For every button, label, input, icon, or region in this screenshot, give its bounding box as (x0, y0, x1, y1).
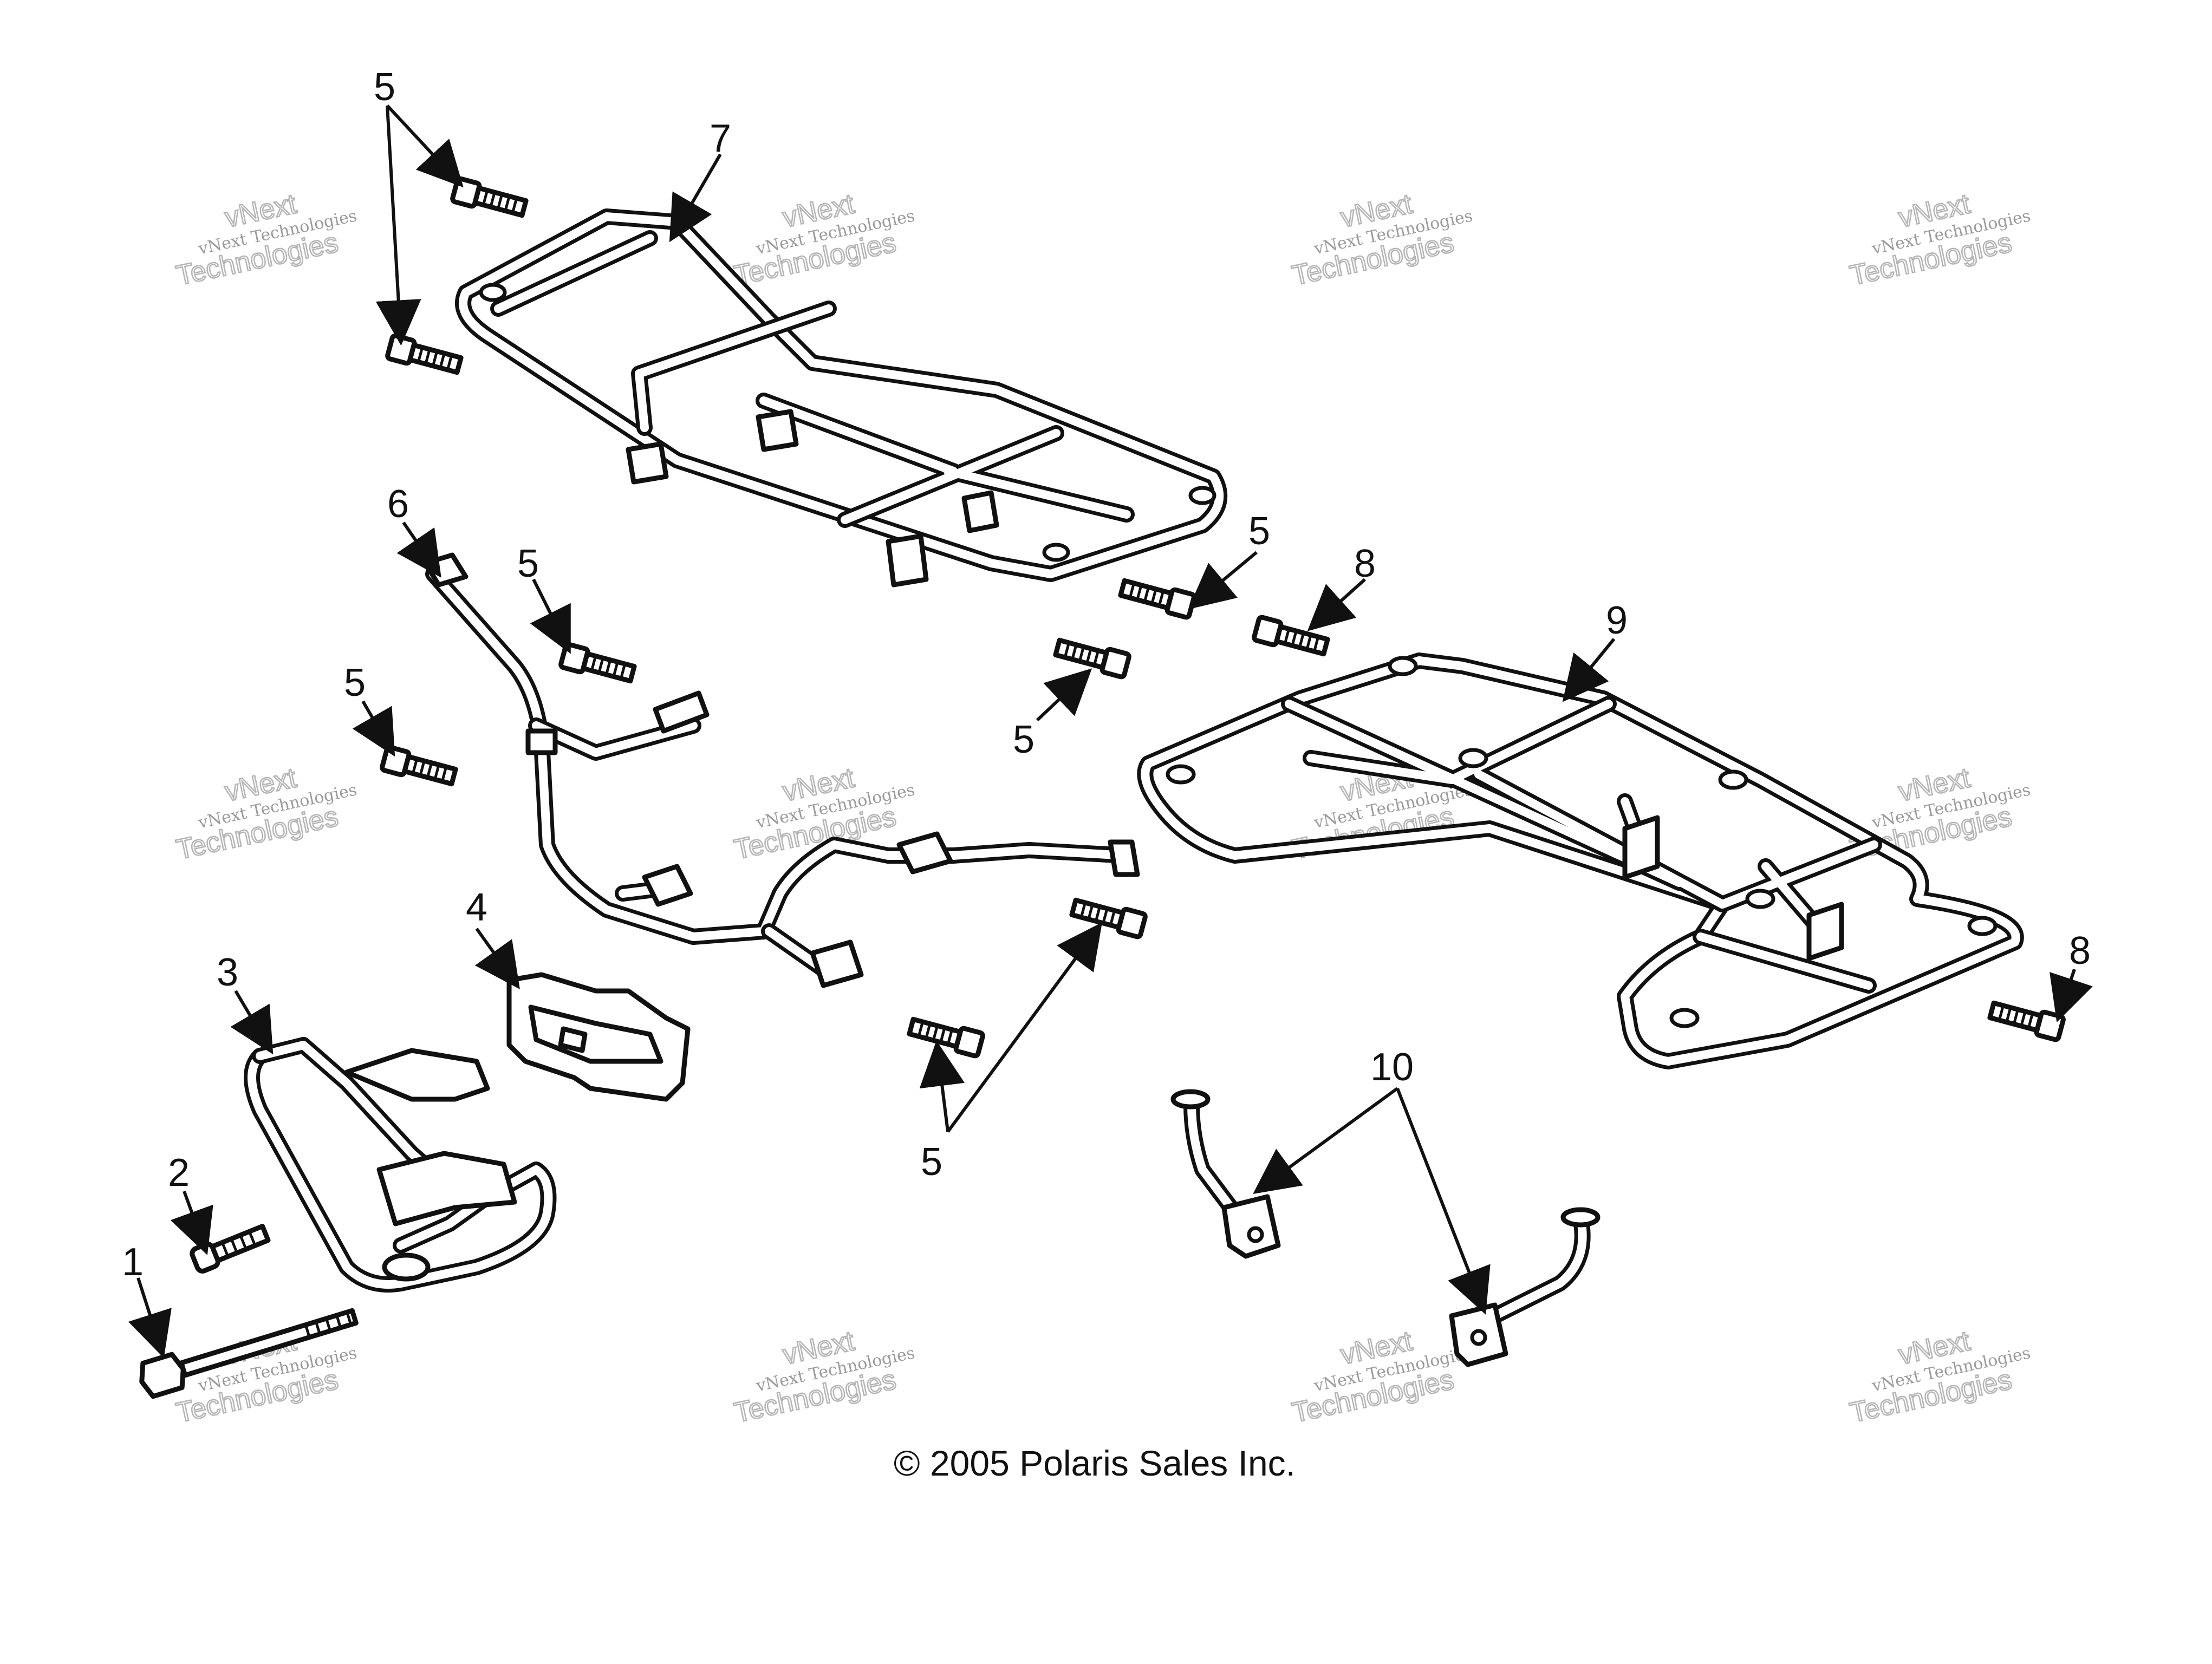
bolt-icon (1055, 636, 1130, 678)
rear-rack (1137, 652, 2024, 1069)
callout-labels: 5 7 6 5 5 5 8 5 9 5 4 3 2 1 10 8 (122, 66, 2091, 1284)
bolt-icon (560, 644, 635, 686)
bolt-icon (1071, 896, 1146, 938)
callout-5: 5 (1248, 510, 1270, 553)
callout-6: 6 (387, 482, 409, 526)
callout-9: 9 (1606, 599, 1628, 642)
callout-5: 5 (344, 661, 366, 704)
callout-2: 2 (168, 1151, 190, 1195)
bolt-icon (452, 178, 527, 220)
callout-3: 3 (217, 951, 238, 994)
leader-lines (128, 104, 2093, 1358)
callout-5: 5 (921, 1140, 942, 1184)
callout-1: 1 (122, 1241, 144, 1284)
callout-4: 4 (466, 886, 487, 929)
callout-10: 10 (1370, 1046, 1414, 1089)
bolt-icon (387, 335, 462, 377)
copyright-text: © 2005 Polaris Sales Inc. (894, 1443, 1296, 1483)
front-bumper-tube (422, 552, 1140, 988)
callout-5: 5 (374, 66, 395, 109)
bolt-icon (1989, 999, 2064, 1041)
short-bolt (190, 1224, 271, 1274)
callout-5: 5 (1013, 718, 1035, 761)
callout-8: 8 (2069, 929, 2091, 973)
bumper-bracket (506, 972, 691, 1102)
bolt-icon (381, 747, 457, 788)
rack-support-bracket (1449, 1207, 1601, 1367)
bolt-icon (908, 1015, 984, 1057)
bumper-guard (244, 1037, 557, 1293)
callout-7: 7 (710, 117, 731, 160)
rack-support-bracket (1170, 1089, 1281, 1259)
front-rack (455, 208, 1228, 588)
callout-5: 5 (517, 542, 539, 585)
bolt-icon (1120, 577, 1195, 618)
callout-8: 8 (1354, 542, 1376, 585)
long-bolt (139, 1308, 359, 1399)
